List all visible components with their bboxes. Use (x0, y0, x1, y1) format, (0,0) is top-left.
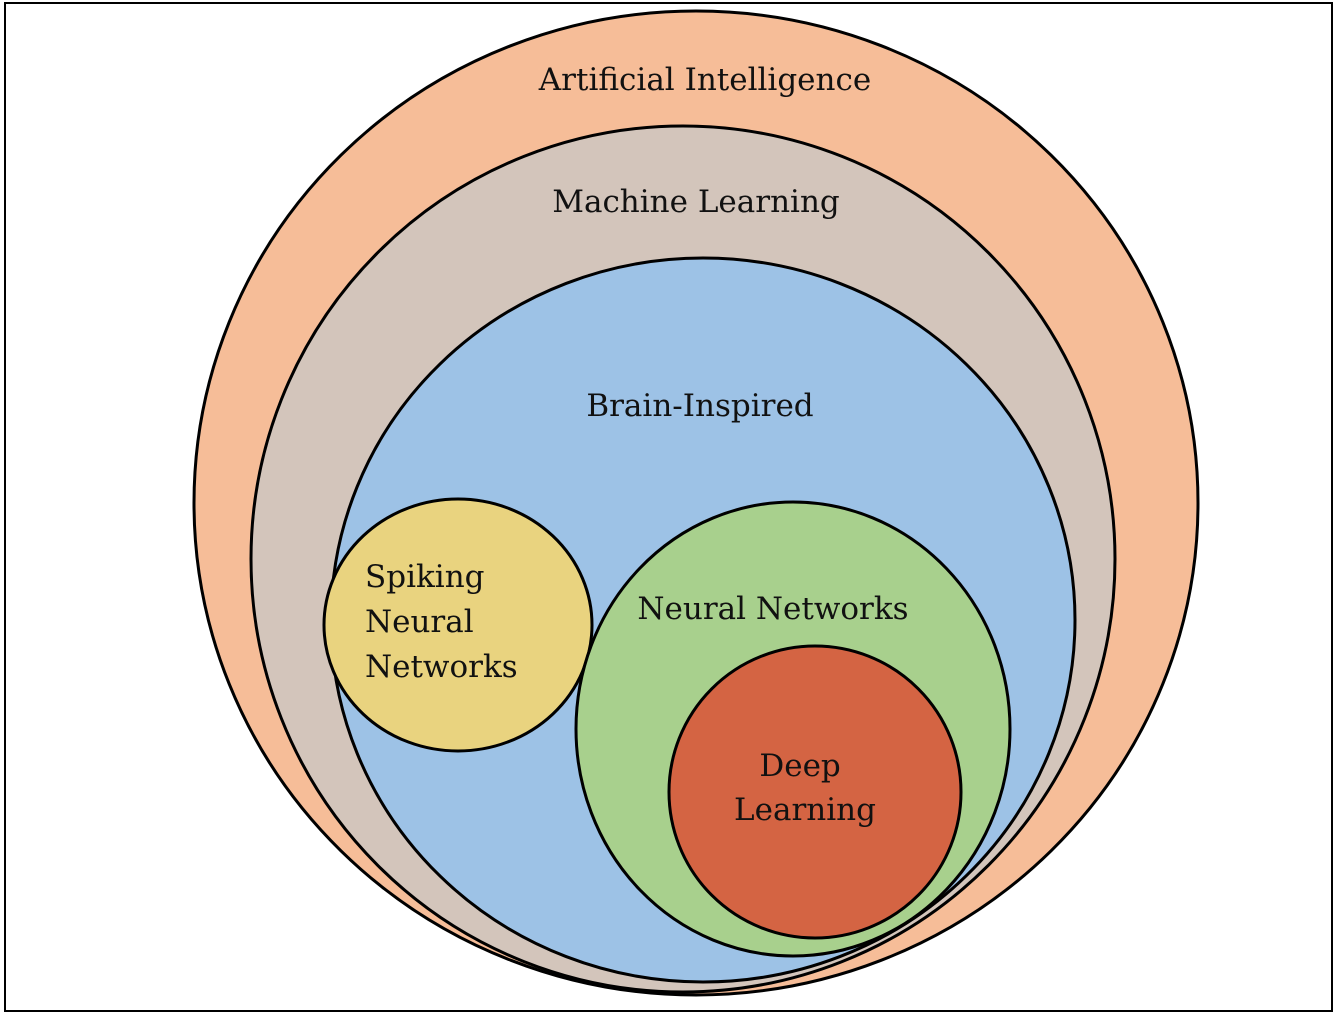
deep-learning-label: Deep Learning (734, 748, 876, 828)
artificial-intelligence-label: Artificial Intelligence (538, 62, 871, 98)
brain-inspired-label: Brain-Inspired (586, 388, 813, 424)
region-deep-learning: Deep Learning (667, 644, 963, 940)
region-spiking-neural-networks: Spiking Neural Networks (322, 497, 594, 753)
deep-learning-circle (667, 644, 963, 940)
neural-networks-label: Neural Networks (637, 591, 908, 627)
machine-learning-label: Machine Learning (552, 184, 840, 220)
spiking-neural-networks-circle (322, 497, 594, 753)
spiking-neural-networks-label: Spiking Neural Networks (365, 559, 518, 685)
